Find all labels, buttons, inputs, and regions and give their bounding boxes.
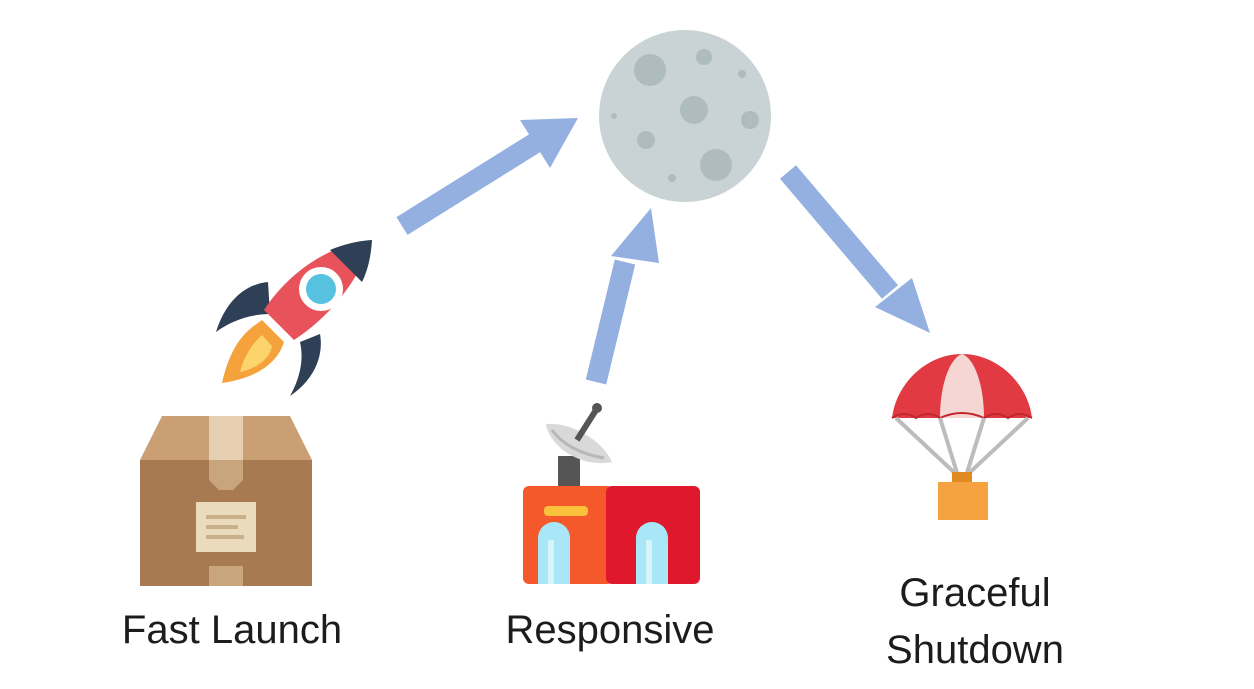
label-graceful-shutdown-line2: Shutdown [886,628,1064,672]
label-graceful-shutdown-line1: Graceful [899,571,1051,615]
parachute-icon [891,354,1033,520]
satellite-station-icon [523,403,700,584]
label-fast-launch: Fast Launch [121,608,343,652]
cardboard-box-icon [140,416,312,586]
arrow-station-to-moon [585,208,659,385]
arrow-moon-to-parachute [779,165,930,333]
moon-icon [599,30,771,202]
label-responsive: Responsive [505,608,715,652]
rocket-icon [216,240,372,396]
arrow-rocket-to-moon [396,118,578,235]
